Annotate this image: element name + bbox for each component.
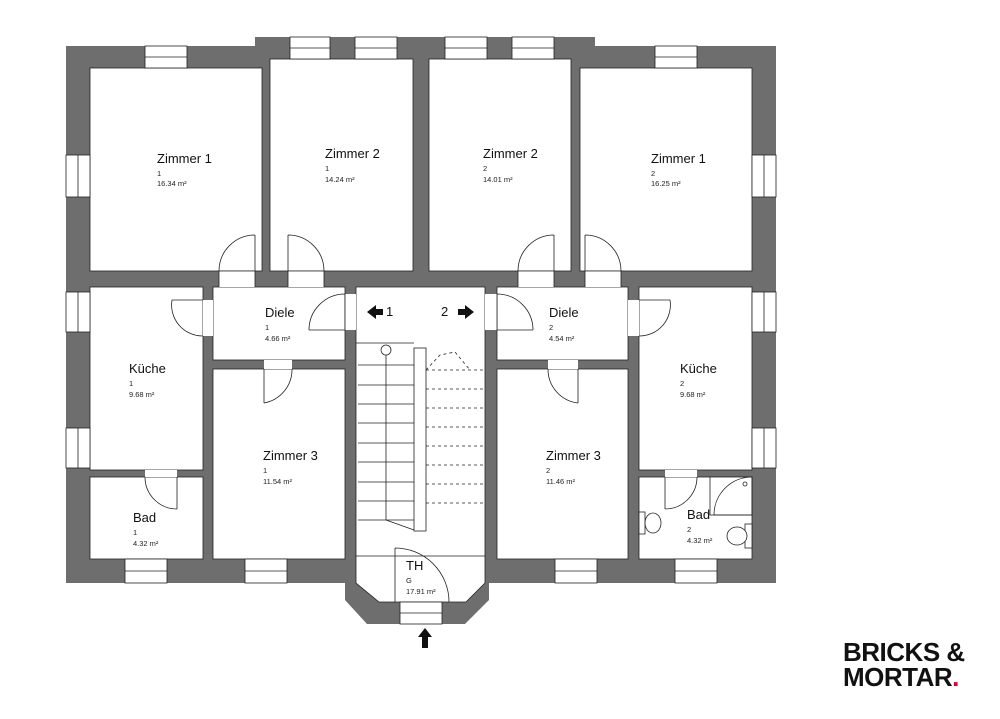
room-kueche-left [89, 286, 204, 471]
label-zimmer2-left-area: 14.24 m² [325, 175, 355, 184]
unit-arrows: 1 2 [367, 304, 474, 648]
label-kueche-right-unit: 2 [680, 379, 684, 388]
room-interiors [89, 58, 753, 603]
doors [144, 234, 698, 603]
room-zimmer1-left [89, 67, 263, 272]
label-zimmer3-right-area: 11.46 m² [546, 477, 576, 486]
entrance-arrow-icon [418, 628, 432, 648]
label-zimmer1-right-area: 16.25 m² [651, 179, 681, 188]
label-bad-right-name: Bad [687, 507, 710, 522]
room-zimmer3-left [212, 368, 346, 560]
label-zimmer1-left-area: 16.34 m² [157, 179, 187, 188]
label-kueche-right-area: 9.68 m² [680, 390, 706, 399]
label-zimmer1-left-name: Zimmer 1 [157, 151, 212, 166]
washbasin-icon [726, 523, 753, 549]
room-bad-left [89, 476, 204, 560]
label-bad-right-area: 4.32 m² [687, 536, 713, 545]
arrow-right-icon [458, 305, 474, 319]
label-kueche-left-unit: 1 [129, 379, 133, 388]
label-zimmer2-right-area: 14.01 m² [483, 175, 513, 184]
label-zimmer3-right-unit: 2 [546, 466, 550, 475]
label-kueche-right-name: Küche [680, 361, 717, 376]
label-zimmer2-right-unit: 2 [483, 164, 487, 173]
label-zimmer3-left-unit: 1 [263, 466, 267, 475]
label-zimmer1-right-unit: 2 [651, 169, 655, 178]
label-zimmer3-right-name: Zimmer 3 [546, 448, 601, 463]
arrow-right-label: 2 [441, 304, 448, 319]
logo-line-2: MORTAR. [843, 662, 983, 692]
label-treppenhaus-name: TH [406, 558, 423, 573]
label-zimmer1-left-unit: 1 [157, 169, 161, 178]
label-treppenhaus-unit: G [406, 576, 412, 585]
room-zimmer2-right [428, 58, 572, 272]
shower-icon [709, 476, 753, 516]
label-zimmer2-left-unit: 1 [325, 164, 329, 173]
label-zimmer3-left-area: 11.54 m² [263, 477, 293, 486]
label-zimmer2-left-name: Zimmer 2 [325, 146, 380, 161]
room-zimmer1-right [579, 67, 753, 272]
label-diele-right-area: 4.54 m² [549, 334, 575, 343]
label-diele-right-unit: 2 [549, 323, 553, 332]
label-bad-left-unit: 1 [133, 528, 137, 537]
logo-red-dot: . [952, 662, 959, 692]
staircase [356, 342, 485, 557]
bricks-mortar-logo: BRICKS & MORTAR. [843, 637, 983, 692]
room-kueche-right [638, 286, 753, 471]
logo-line-1: BRICKS & [843, 637, 965, 667]
room-diele-right [496, 286, 629, 361]
label-kueche-left-name: Küche [129, 361, 166, 376]
fixtures [638, 476, 753, 549]
label-diele-left-unit: 1 [265, 323, 269, 332]
label-zimmer3-left-name: Zimmer 3 [263, 448, 318, 463]
label-bad-left-area: 4.32 m² [133, 539, 159, 548]
windows [65, 36, 777, 625]
label-zimmer2-right-name: Zimmer 2 [483, 146, 538, 161]
label-zimmer1-right-name: Zimmer 1 [651, 151, 706, 166]
label-diele-left-name: Diele [265, 305, 295, 320]
label-diele-right-name: Diele [549, 305, 579, 320]
arrow-left-icon [367, 305, 383, 319]
logo-line-2-text: MORTAR [843, 662, 953, 692]
label-diele-left-area: 4.66 m² [265, 334, 291, 343]
room-zimmer2-left [269, 58, 414, 272]
label-bad-right-unit: 2 [687, 525, 691, 534]
label-treppenhaus-area: 17.91 m² [406, 587, 436, 596]
label-kueche-left-area: 9.68 m² [129, 390, 155, 399]
room-diele-left [212, 286, 346, 361]
room-labels: Zimmer 1 1 16.34 m² Zimmer 2 1 14.24 m² … [129, 146, 717, 596]
arrow-left-label: 1 [386, 304, 393, 319]
toilet-icon [638, 511, 662, 535]
label-bad-left-name: Bad [133, 510, 156, 525]
